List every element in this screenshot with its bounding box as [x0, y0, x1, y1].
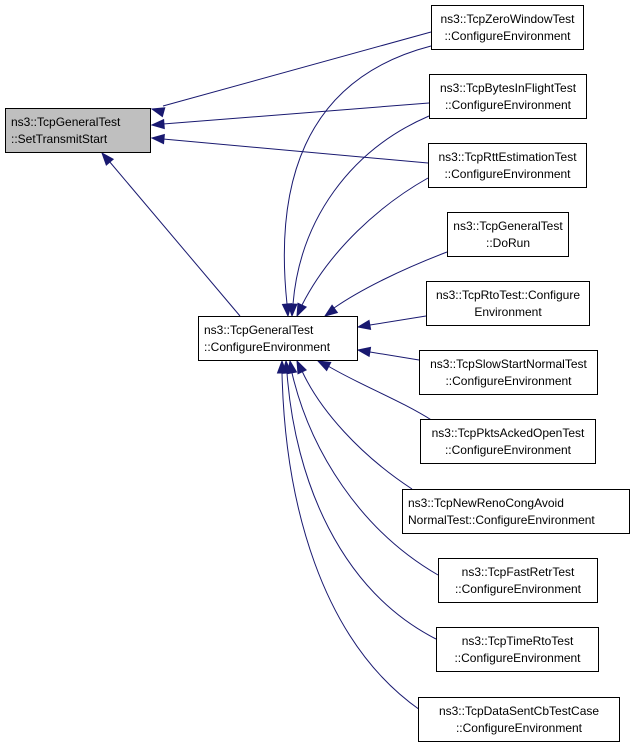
- node-bytes-in-flight-test-line-2: ::ConfigureEnvironment: [444, 97, 572, 112]
- node-fast-retr-test[interactable]: ns3::TcpFastRetrTest ::ConfigureEnvironm…: [438, 558, 598, 603]
- edge-configure-environment-to-set-transmit-start-line: [108, 160, 241, 317]
- edge-data-sent-cb-to-configure-environment-arrowhead: [276, 359, 288, 374]
- edge-rto-test-to-configure-environment-line: [369, 315, 427, 326]
- edge-slow-start-normal-to-configure-environment: [356, 346, 420, 361]
- node-slow-start-normal-test[interactable]: ns3::TcpSlowStartNormalTest ::ConfigureE…: [419, 350, 598, 395]
- node-bytes-in-flight-test[interactable]: ns3::TcpBytesInFlightTest ::ConfigureEnv…: [429, 74, 587, 119]
- edge-zero-window-to-set-transmit-start: [150, 31, 432, 118]
- edge-rtt-estimation-to-set-transmit-start: [150, 133, 429, 164]
- edge-bytes-in-flight-to-set-transmit-start-arrowhead: [150, 118, 165, 130]
- edge-bytes-in-flight-to-configure-environment: [287, 115, 430, 318]
- edge-fast-retr-to-configure-environment-line: [291, 372, 439, 576]
- node-fast-retr-test-line-2: ::ConfigureEnvironment: [454, 581, 582, 596]
- edge-bytes-in-flight-to-set-transmit-start-line: [162, 102, 430, 125]
- node-pkts-acked-open-test-line-1: ns3::TcpPktsAckedOpenTest: [431, 425, 585, 440]
- node-set-transmit-start-line-1: ns3::TcpGeneralTest: [11, 114, 121, 129]
- node-zero-window-test-line-1: ns3::TcpZeroWindowTest: [440, 11, 575, 26]
- edge-do-run-to-configure-environment: [323, 251, 448, 317]
- node-zero-window-test-line-2: ::ConfigureEnvironment: [444, 28, 571, 43]
- edge-zero-window-to-configure-environment-line: [283, 45, 432, 305]
- edge-pkts-acked-open-to-configure-environment: [316, 360, 434, 422]
- node-bytes-in-flight-test-line-1: ns3::TcpBytesInFlightTest: [439, 80, 577, 95]
- node-time-rto-test[interactable]: ns3::TcpTimeRtoTest ::ConfigureEnvironme…: [436, 627, 599, 672]
- edge-rto-test-to-configure-environment: [356, 315, 427, 330]
- node-new-reno-cong-avoid-test[interactable]: ns3::TcpNewRenoCongAvoid NormalTest::Con…: [402, 489, 630, 534]
- edge-new-reno-to-configure-environment: [296, 359, 413, 490]
- edge-zero-window-to-set-transmit-start-line: [162, 31, 432, 107]
- node-rtt-estimation-test-line-2: ::ConfigureEnvironment: [444, 166, 571, 181]
- edge-bytes-in-flight-to-configure-environment-arrowhead: [287, 303, 298, 318]
- node-do-run[interactable]: ns3::TcpGeneralTest ::DoRun: [447, 212, 569, 257]
- edge-pkts-acked-open-to-configure-environment-arrowhead: [316, 360, 332, 372]
- edge-time-rto-to-configure-environment-line: [286, 372, 437, 640]
- node-fast-retr-test-line-1: ns3::TcpFastRetrTest: [461, 564, 575, 579]
- node-do-run-line-1: ns3::TcpGeneralTest: [453, 218, 563, 233]
- edge-fast-retr-to-configure-environment: [287, 359, 439, 576]
- node-set-transmit-start-line-2: ::SetTransmitStart: [11, 131, 108, 146]
- edge-rtt-estimation-to-configure-environment: [296, 177, 429, 318]
- node-configure-environment-line-2: ::ConfigureEnvironment: [204, 339, 331, 354]
- node-configure-environment-line-1: ns3::TcpGeneralTest: [204, 322, 314, 337]
- node-rto-test-line-2: Environment: [474, 304, 542, 319]
- node-do-run-line-2: ::DoRun: [485, 235, 531, 250]
- node-data-sent-cb-test-case-line-1: ns3::TcpDataSentCbTestCase: [438, 703, 600, 718]
- edge-configure-environment-to-set-transmit-start: [101, 151, 241, 317]
- node-rtt-estimation-test[interactable]: ns3::TcpRttEstimationTest ::ConfigureEnv…: [428, 143, 587, 188]
- edge-slow-start-normal-to-configure-environment-arrowhead: [356, 346, 372, 358]
- node-new-reno-cong-avoid-test-line-1: ns3::TcpNewRenoCongAvoid: [408, 495, 564, 510]
- edge-data-sent-cb-to-configure-environment: [276, 359, 421, 711]
- node-pkts-acked-open-test-line-2: ::ConfigureEnvironment: [444, 442, 572, 457]
- edge-rtt-estimation-to-set-transmit-start-line: [162, 138, 429, 164]
- edge-rtt-estimation-to-configure-environment-line: [301, 177, 429, 306]
- node-slow-start-normal-test-line-1: ns3::TcpSlowStartNormalTest: [430, 356, 587, 371]
- edge-slow-start-normal-to-configure-environment-line: [369, 351, 420, 361]
- node-pkts-acked-open-test[interactable]: ns3::TcpPktsAckedOpenTest ::ConfigureEnv…: [420, 419, 596, 464]
- node-zero-window-test[interactable]: ns3::TcpZeroWindowTest ::ConfigureEnviro…: [431, 5, 584, 50]
- edge-bytes-in-flight-to-configure-environment-line: [292, 115, 430, 305]
- node-time-rto-test-line-1: ns3::TcpTimeRtoTest: [461, 633, 574, 648]
- edge-zero-window-to-configure-environment: [281, 45, 432, 318]
- node-set-transmit-start: ns3::TcpGeneralTest ::SetTransmitStart: [5, 108, 151, 153]
- edge-new-reno-to-configure-environment-arrowhead: [296, 359, 308, 375]
- node-slow-start-normal-test-line-2: ::ConfigureEnvironment: [445, 373, 572, 388]
- edge-rtt-estimation-to-set-transmit-start-arrowhead: [150, 133, 165, 145]
- edge-zero-window-to-set-transmit-start-arrowhead: [150, 107, 166, 118]
- node-new-reno-cong-avoid-test-line-2: NormalTest::ConfigureEnvironment: [408, 512, 595, 527]
- node-rtt-estimation-test-line-1: ns3::TcpRttEstimationTest: [438, 149, 577, 164]
- node-rto-test[interactable]: ns3::TcpRtoTest::Configure Environment: [426, 281, 590, 326]
- node-rto-test-line-1: ns3::TcpRtoTest::Configure: [435, 287, 581, 302]
- node-time-rto-test-line-2: ::ConfigureEnvironment: [454, 650, 581, 665]
- edge-rtt-estimation-to-configure-environment-arrowhead: [296, 302, 308, 318]
- edge-new-reno-to-configure-environment-line: [301, 370, 413, 490]
- edge-bytes-in-flight-to-set-transmit-start: [150, 102, 430, 130]
- node-configure-environment[interactable]: ns3::TcpGeneralTest ::ConfigureEnvironme…: [198, 316, 358, 361]
- edge-pkts-acked-open-to-configure-environment-line: [327, 365, 434, 422]
- edge-do-run-to-configure-environment-line: [333, 251, 448, 309]
- edge-rto-test-to-configure-environment-arrowhead: [356, 319, 372, 330]
- edge-configure-environment-to-set-transmit-start-arrowhead: [101, 151, 115, 166]
- node-data-sent-cb-test-case[interactable]: ns3::TcpDataSentCbTestCase ::ConfigureEn…: [418, 697, 620, 742]
- edge-data-sent-cb-to-configure-environment-line: [281, 372, 421, 711]
- node-data-sent-cb-test-case-line-2: ::ConfigureEnvironment: [455, 720, 583, 735]
- edge-do-run-to-configure-environment-arrowhead: [323, 304, 339, 317]
